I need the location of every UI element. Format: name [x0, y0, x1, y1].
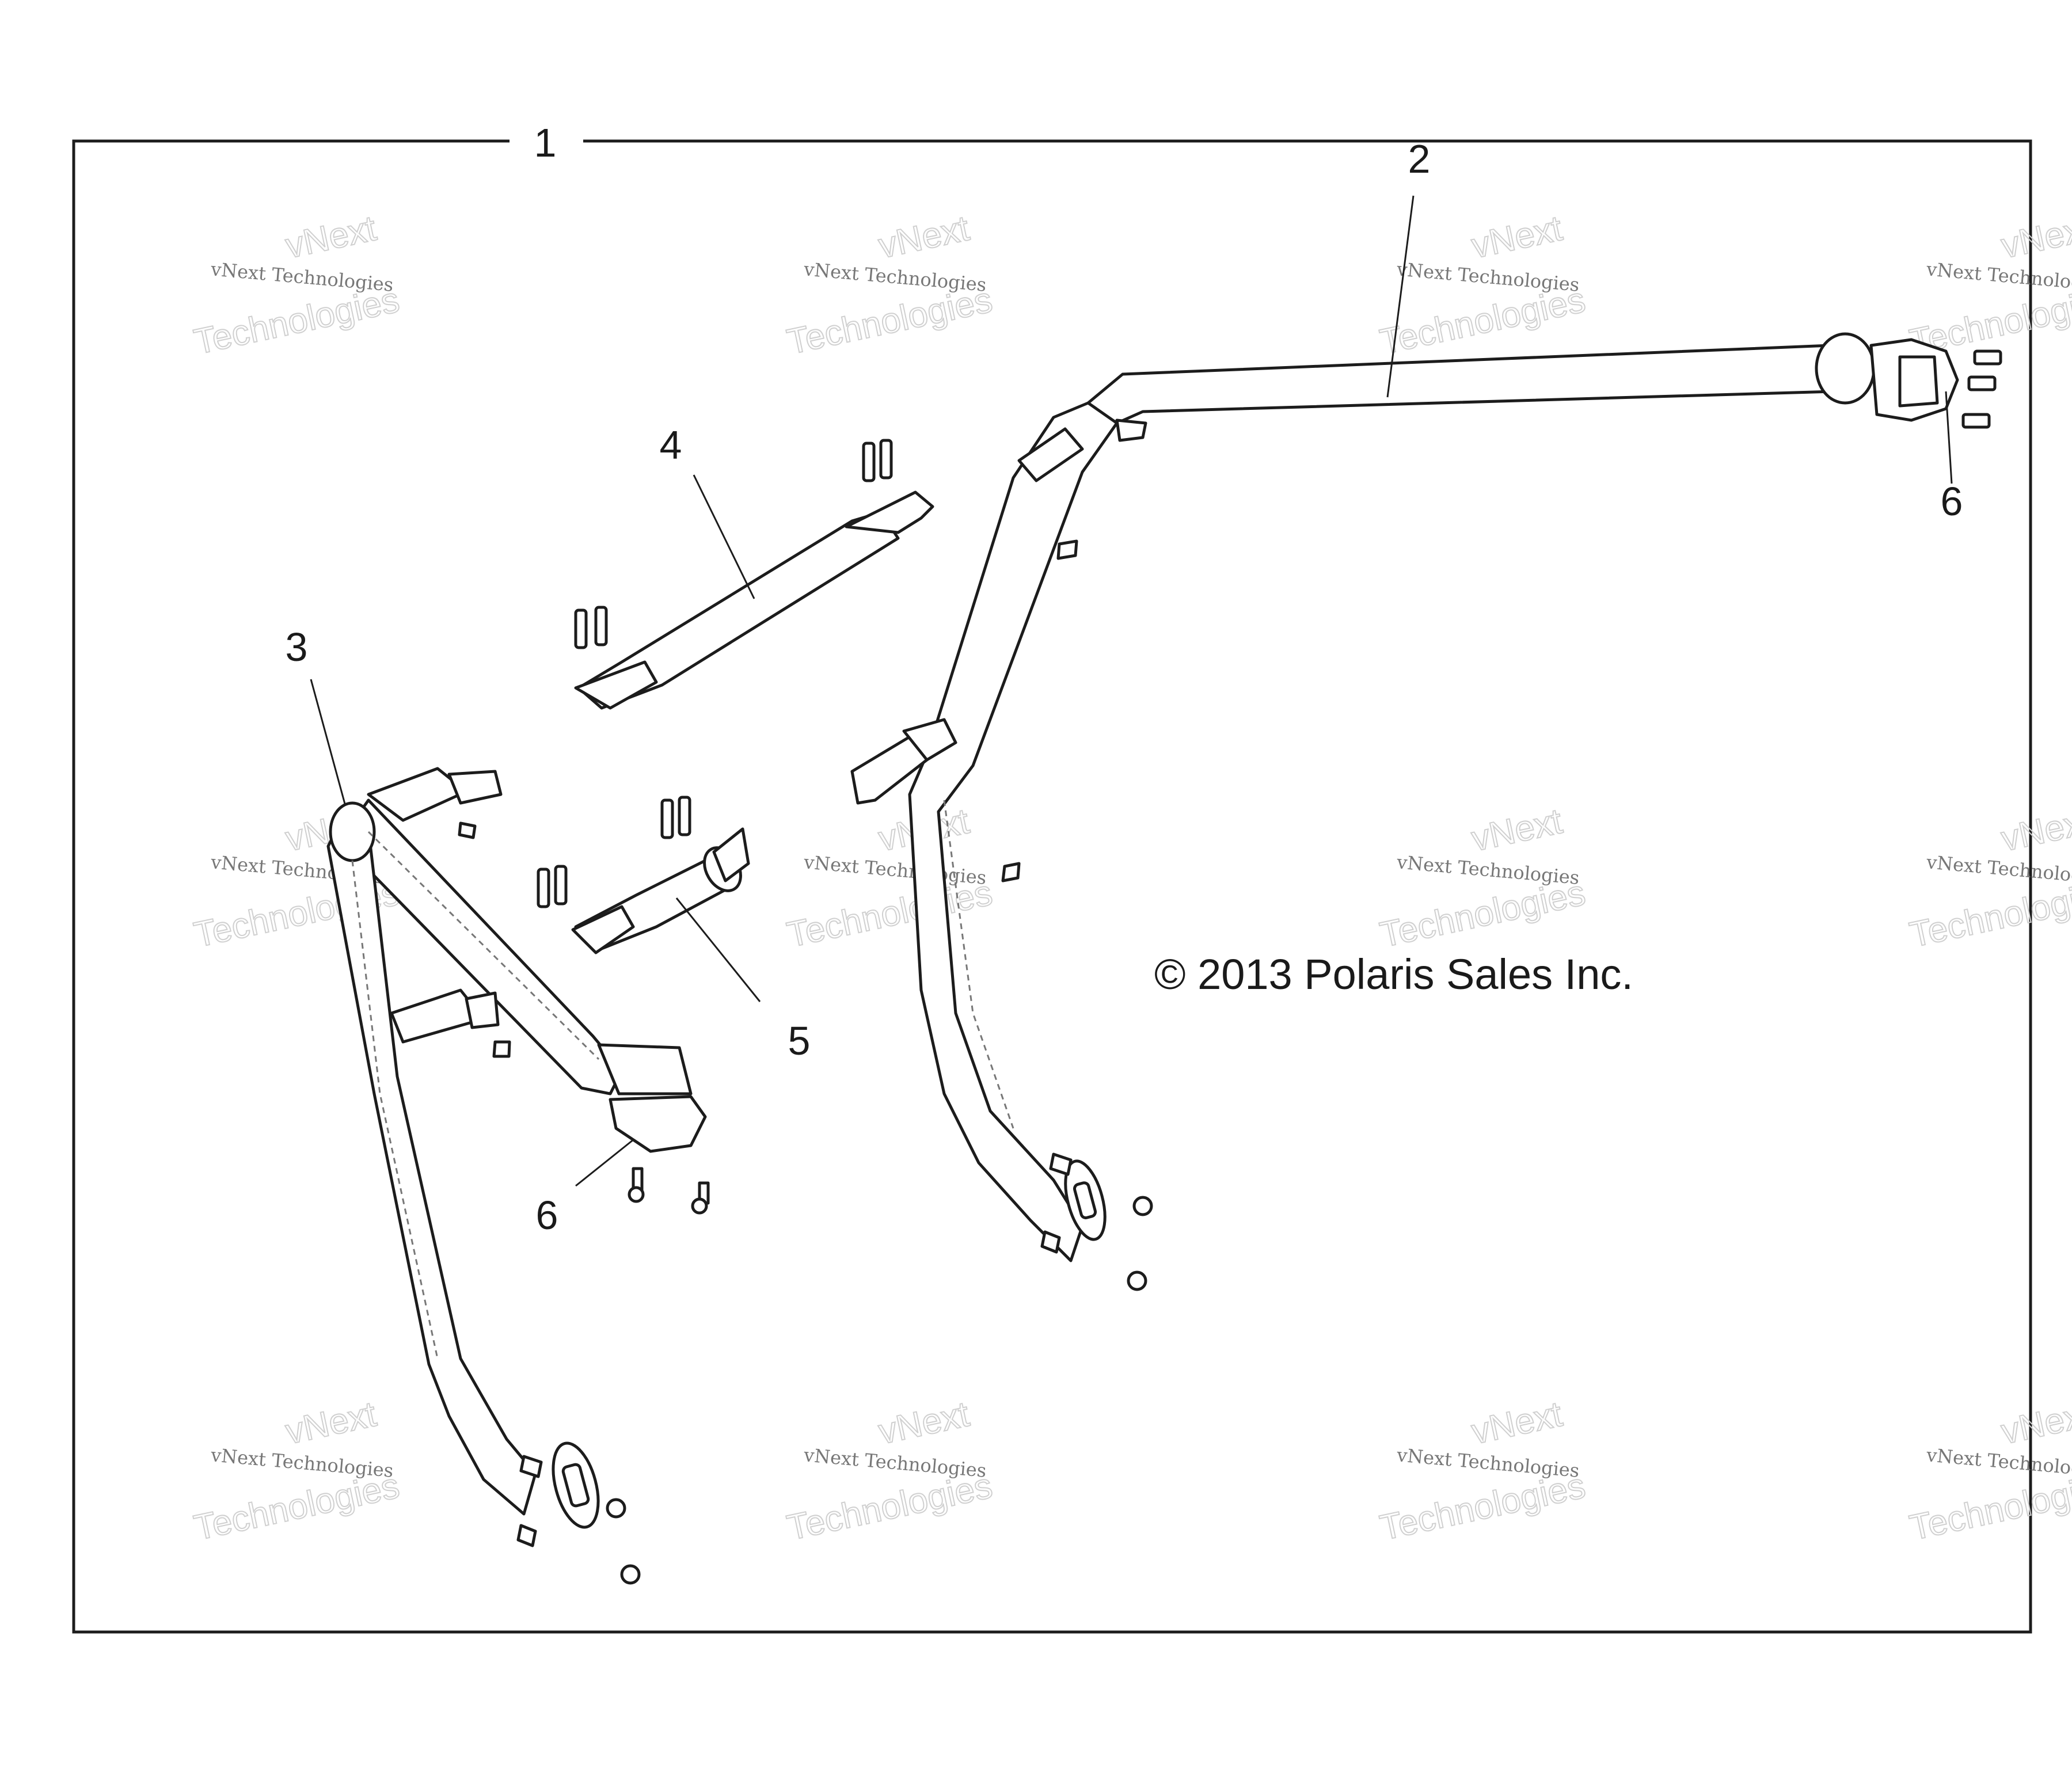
watermark-small: vNext Technologies	[1925, 1444, 2072, 1482]
clamp-left-part	[609, 1095, 710, 1215]
callout-cross-bar-upper: 4	[660, 423, 682, 467]
assembly-frame	[72, 139, 2032, 1634]
upper-bar-part	[850, 332, 1876, 1291]
watermark-large-top: vNext	[282, 1394, 379, 1452]
copyright-notice: © 2013 Polaris Sales Inc.	[1154, 950, 1633, 998]
clamp-right-part	[1869, 338, 2002, 429]
cross-bar-upper-part	[574, 439, 934, 710]
callout-labels: 1 2 3 4 5 6 6	[286, 120, 1963, 1238]
callout-upper-bar: 2	[1408, 136, 1431, 181]
callout-front-hoop: 3	[286, 625, 308, 669]
callout-assembly: 1	[534, 120, 557, 165]
leader-lines	[310, 195, 1953, 1187]
watermark-large-top: vNext	[875, 208, 972, 266]
watermark-large-top: vNext	[1998, 208, 2072, 266]
callout-clamp-left: 6	[536, 1193, 558, 1238]
cross-bar-lower-part	[537, 796, 750, 954]
callout-cross-bar-lower: 5	[788, 1018, 811, 1063]
watermark-small: vNext Technologies	[1925, 258, 2072, 296]
watermark-large-bottom: Technologies	[1906, 1466, 2072, 1548]
watermark-large-top: vNext	[875, 1394, 972, 1452]
watermark-large-top: vNext	[282, 208, 379, 266]
watermark-small: vNext Technologies	[1925, 851, 2072, 889]
watermark-large-bottom: Technologies	[1906, 873, 2072, 955]
watermark-large-top: vNext	[1998, 1394, 2072, 1452]
watermark-large-top: vNext	[1468, 1394, 1565, 1452]
callout-clamp-right: 6	[1941, 479, 1963, 524]
watermark-large-top: vNext	[1468, 801, 1565, 859]
watermark-large-top: vNext	[1998, 801, 2072, 859]
front-hoop-part	[326, 767, 693, 1585]
watermark-large-top: vNext	[1468, 208, 1565, 266]
